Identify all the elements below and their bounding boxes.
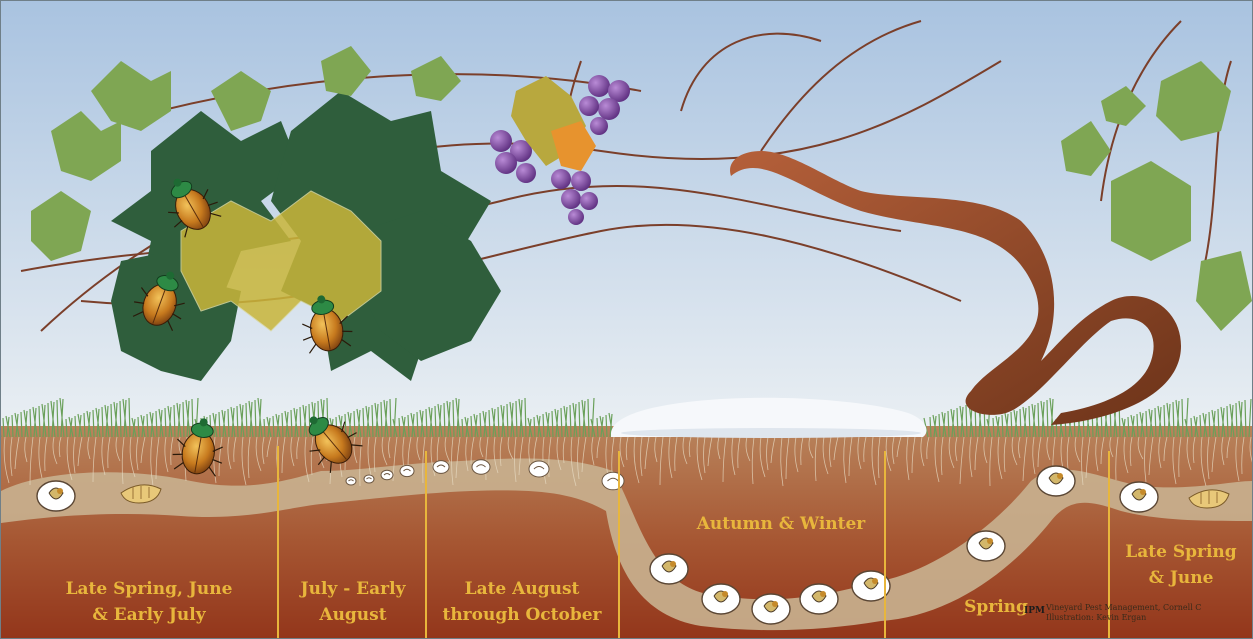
young-grub [529, 461, 549, 477]
young-grub [602, 472, 624, 490]
young-grub [400, 465, 414, 476]
young-grub [381, 470, 393, 480]
grub [1037, 466, 1075, 496]
stage-label-late-spring-june: Late Spring & June [1113, 539, 1249, 591]
snow-shadow [621, 428, 921, 438]
stage-label-july-early-august: July - Early August [284, 576, 422, 628]
young-grub [346, 477, 356, 485]
young-grub [472, 460, 490, 474]
stage-label-late-spring-june-early-july: Late Spring, June & Early July [31, 576, 267, 628]
grub [967, 531, 1005, 561]
grub [800, 584, 838, 614]
grub [37, 481, 75, 511]
grub [702, 584, 740, 614]
ipm-logo: IPM [1024, 606, 1045, 616]
grub [752, 594, 790, 624]
credit-block: IPM Vineyard Pest Management, Cornell C … [1046, 603, 1246, 623]
grub [650, 554, 688, 584]
grub [1120, 482, 1158, 512]
credit-line-1: Vineyard Pest Management, Cornell C [1046, 603, 1246, 613]
stage-label-autumn-winter: Autumn & Winter [661, 511, 901, 537]
stage-label-late-august-through-october: Late August through October [429, 576, 615, 628]
young-grub [364, 475, 374, 483]
young-grub [433, 461, 449, 474]
credit-line-2: Illustration: Kevin Ergan [1046, 613, 1246, 623]
